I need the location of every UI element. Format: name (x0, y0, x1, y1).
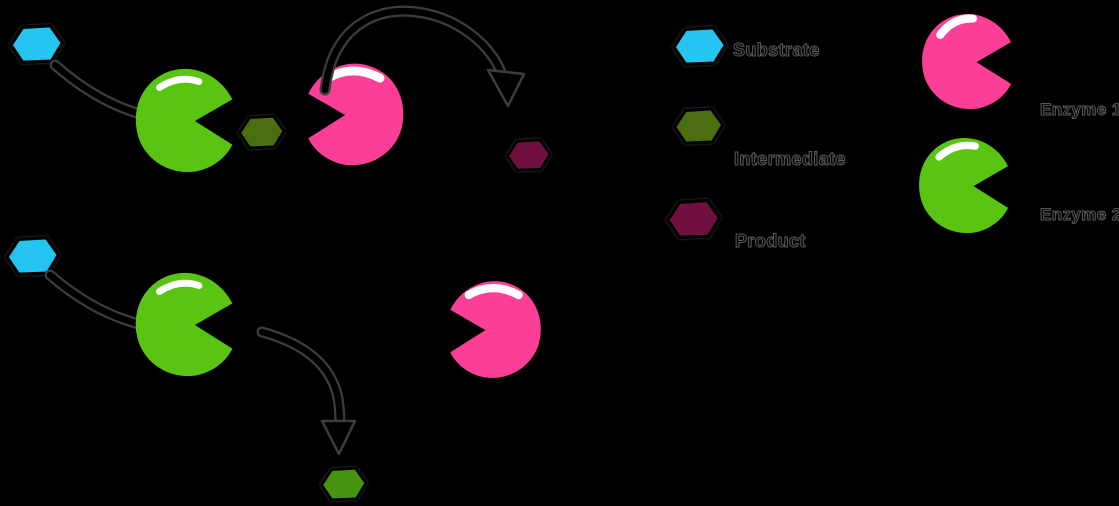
legend-label-substrate: Substrate (733, 40, 820, 61)
enzyme-highlight (935, 141, 979, 161)
arrow-head (486, 68, 526, 108)
enzyme2-body (919, 138, 1009, 234)
enzyme2-body (135, 272, 233, 377)
intermediate-hexagon-shape (320, 466, 368, 502)
legend-intermediate-hexagon (673, 107, 725, 145)
enzyme-highlight (464, 283, 523, 300)
arrow-body (258, 328, 344, 430)
intermediate-hexagon-shape (673, 107, 725, 145)
substrate-hexagon-shape (672, 26, 728, 67)
arrow-enzyme1-to-product (319, 5, 526, 108)
enzyme1-body (308, 63, 404, 166)
enzyme2-blob-top (135, 68, 233, 173)
intermediate-hexagon-shape (238, 114, 286, 150)
product-hexagon (506, 138, 552, 172)
arrow-halo (319, 5, 508, 96)
enzyme1-body (450, 281, 541, 378)
enzyme2-body (135, 68, 233, 173)
legend-enzyme1-blob (922, 14, 1012, 110)
intermediate-hexagon-top (238, 114, 286, 150)
enzyme-highlight (156, 279, 203, 295)
arrow-head (320, 419, 357, 456)
legend-label-product: Product (735, 231, 806, 252)
legend-label-intermediate: Intermediate (734, 149, 846, 170)
legend-label-enzyme1: Enzyme 1 (1040, 100, 1119, 120)
legend-label-enzyme2: Enzyme 2 (1040, 205, 1119, 225)
arrow-enzyme2-to-intermediate (256, 326, 357, 456)
legend-substrate-hexagon (672, 26, 728, 67)
product-hexagon-shape (666, 198, 722, 240)
intermediate-hexagon-bottom (320, 466, 368, 502)
enzyme1-blob-bottom (450, 281, 541, 378)
product-hexagon-shape (506, 138, 552, 172)
enzyme-highlight (156, 75, 203, 91)
arrow-body (321, 7, 506, 94)
enzyme2-blob-bottom (135, 272, 233, 377)
legend-enzyme2-blob (919, 138, 1009, 234)
enzyme1-body (922, 14, 1012, 110)
enzyme-highlight (936, 14, 977, 39)
legend-product-hexagon (666, 198, 722, 240)
